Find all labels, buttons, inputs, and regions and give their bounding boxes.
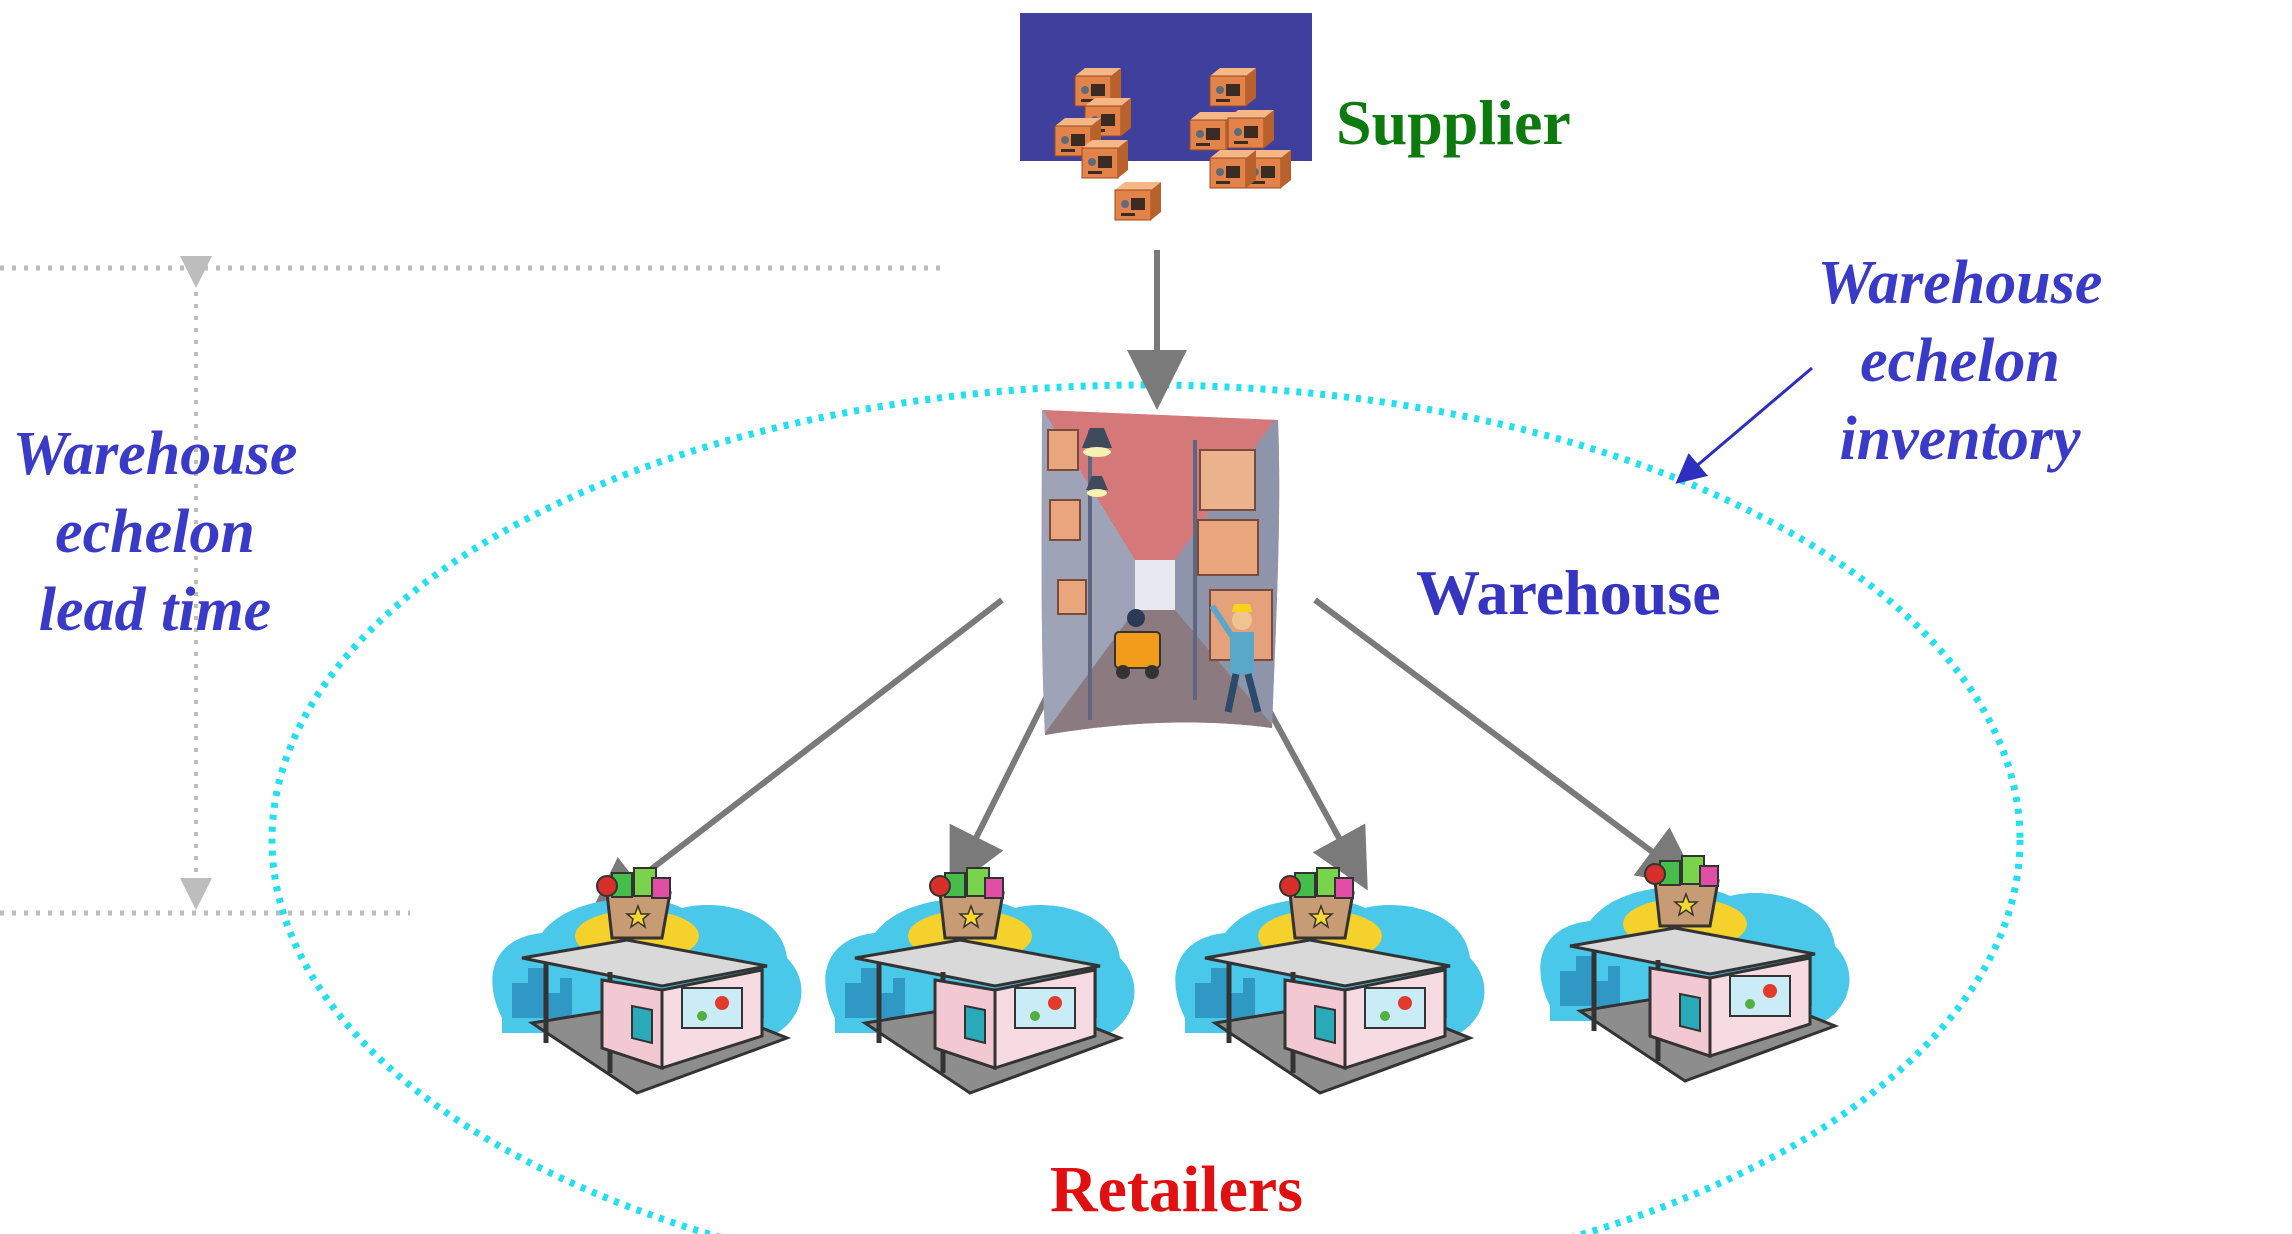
echelon-leadtime-line-3: lead time	[38, 576, 272, 644]
echelon-leadtime-label: Warehouse echelon lead time	[0, 415, 310, 649]
echelon-leadtime-line-1: Warehouse	[12, 420, 298, 488]
warehouse-echelon-boundary	[268, 381, 2024, 1234]
echelon-leadtime-line-2: echelon	[55, 498, 255, 566]
retailers-label: Retailers	[1050, 1153, 1303, 1226]
echelon-inventory-label: Warehouse echelon inventory	[1790, 244, 2130, 478]
echelon-inventory-line-2: echelon	[1860, 327, 2060, 395]
retail-store-icon	[492, 868, 801, 1093]
echelon-inventory-line-1: Warehouse	[1817, 249, 2103, 317]
retail-store-icon	[1175, 868, 1484, 1093]
warehouse-to-retailer-1-arrow	[588, 597, 1004, 918]
warehouse-to-retailer-2-arrow	[949, 688, 1053, 891]
inventory-pointer-arrow	[1675, 366, 1813, 484]
supplier-label: Supplier	[1336, 87, 1571, 158]
warehouse-label: Warehouse	[1416, 557, 1721, 628]
stacked-boxes-icon	[1020, 13, 1312, 221]
warehouse-to-retailer-3-arrow	[1255, 688, 1368, 891]
retail-store-icon	[1540, 856, 1849, 1081]
warehouse-interior-icon	[1041, 410, 1280, 735]
echelon-inventory-line-3: inventory	[1839, 405, 2081, 473]
retail-store-icon	[825, 868, 1134, 1093]
warehouse-to-retailer-4-arrow	[1313, 597, 1700, 888]
